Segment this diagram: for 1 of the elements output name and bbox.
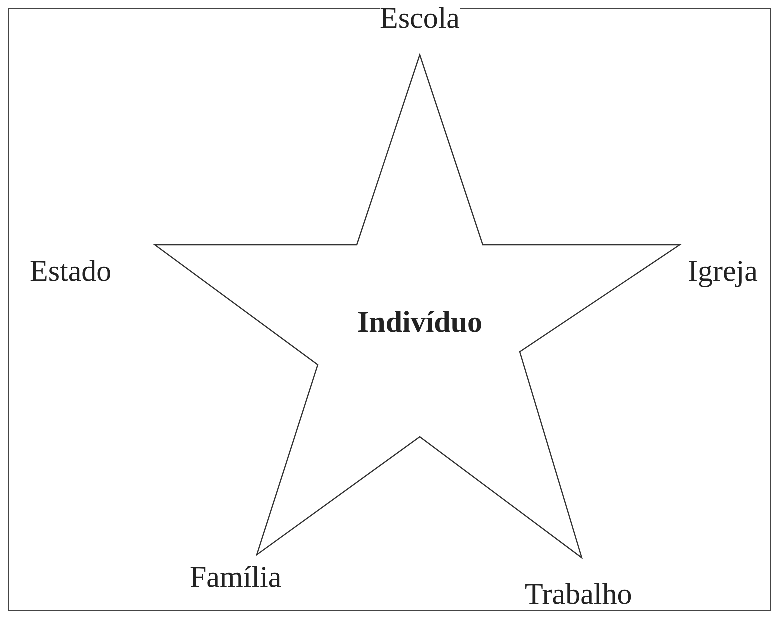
center-label: Indivíduo [357,308,483,338]
